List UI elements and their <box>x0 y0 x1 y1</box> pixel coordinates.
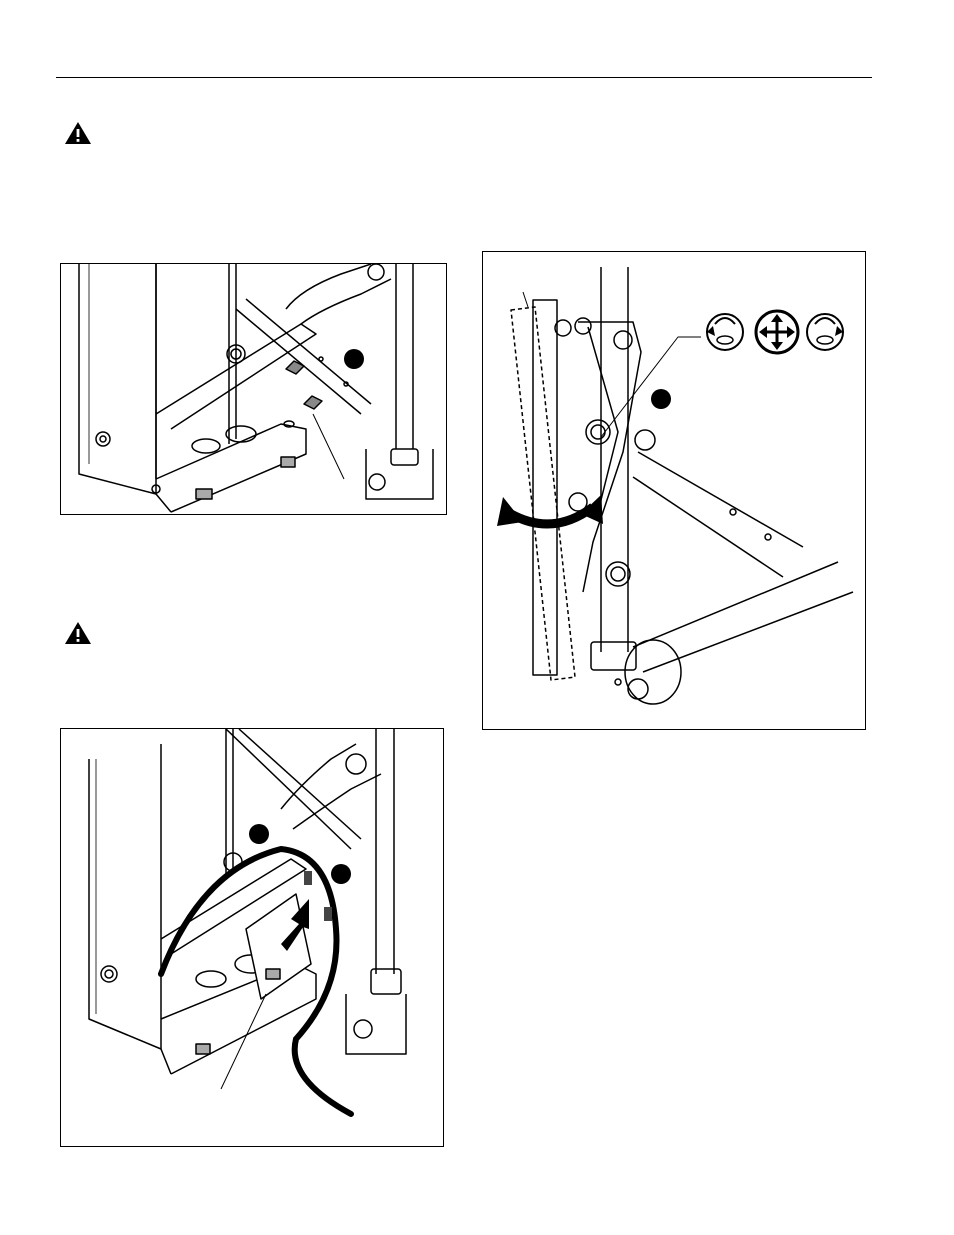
figure-3 <box>60 728 444 1147</box>
move-icon <box>756 311 798 353</box>
figure-1 <box>60 263 447 515</box>
figure-3-drawing <box>61 729 443 1146</box>
figure-2 <box>482 251 866 730</box>
cable-icon <box>161 849 351 1114</box>
loosen-icon <box>707 314 743 350</box>
warning-triangle-icon <box>64 621 92 645</box>
figure-1-drawing <box>61 264 446 514</box>
tighten-icon <box>807 314 843 350</box>
warning-triangle-icon <box>64 121 92 145</box>
figure-2-drawing <box>483 252 865 729</box>
header-rule <box>56 77 872 78</box>
